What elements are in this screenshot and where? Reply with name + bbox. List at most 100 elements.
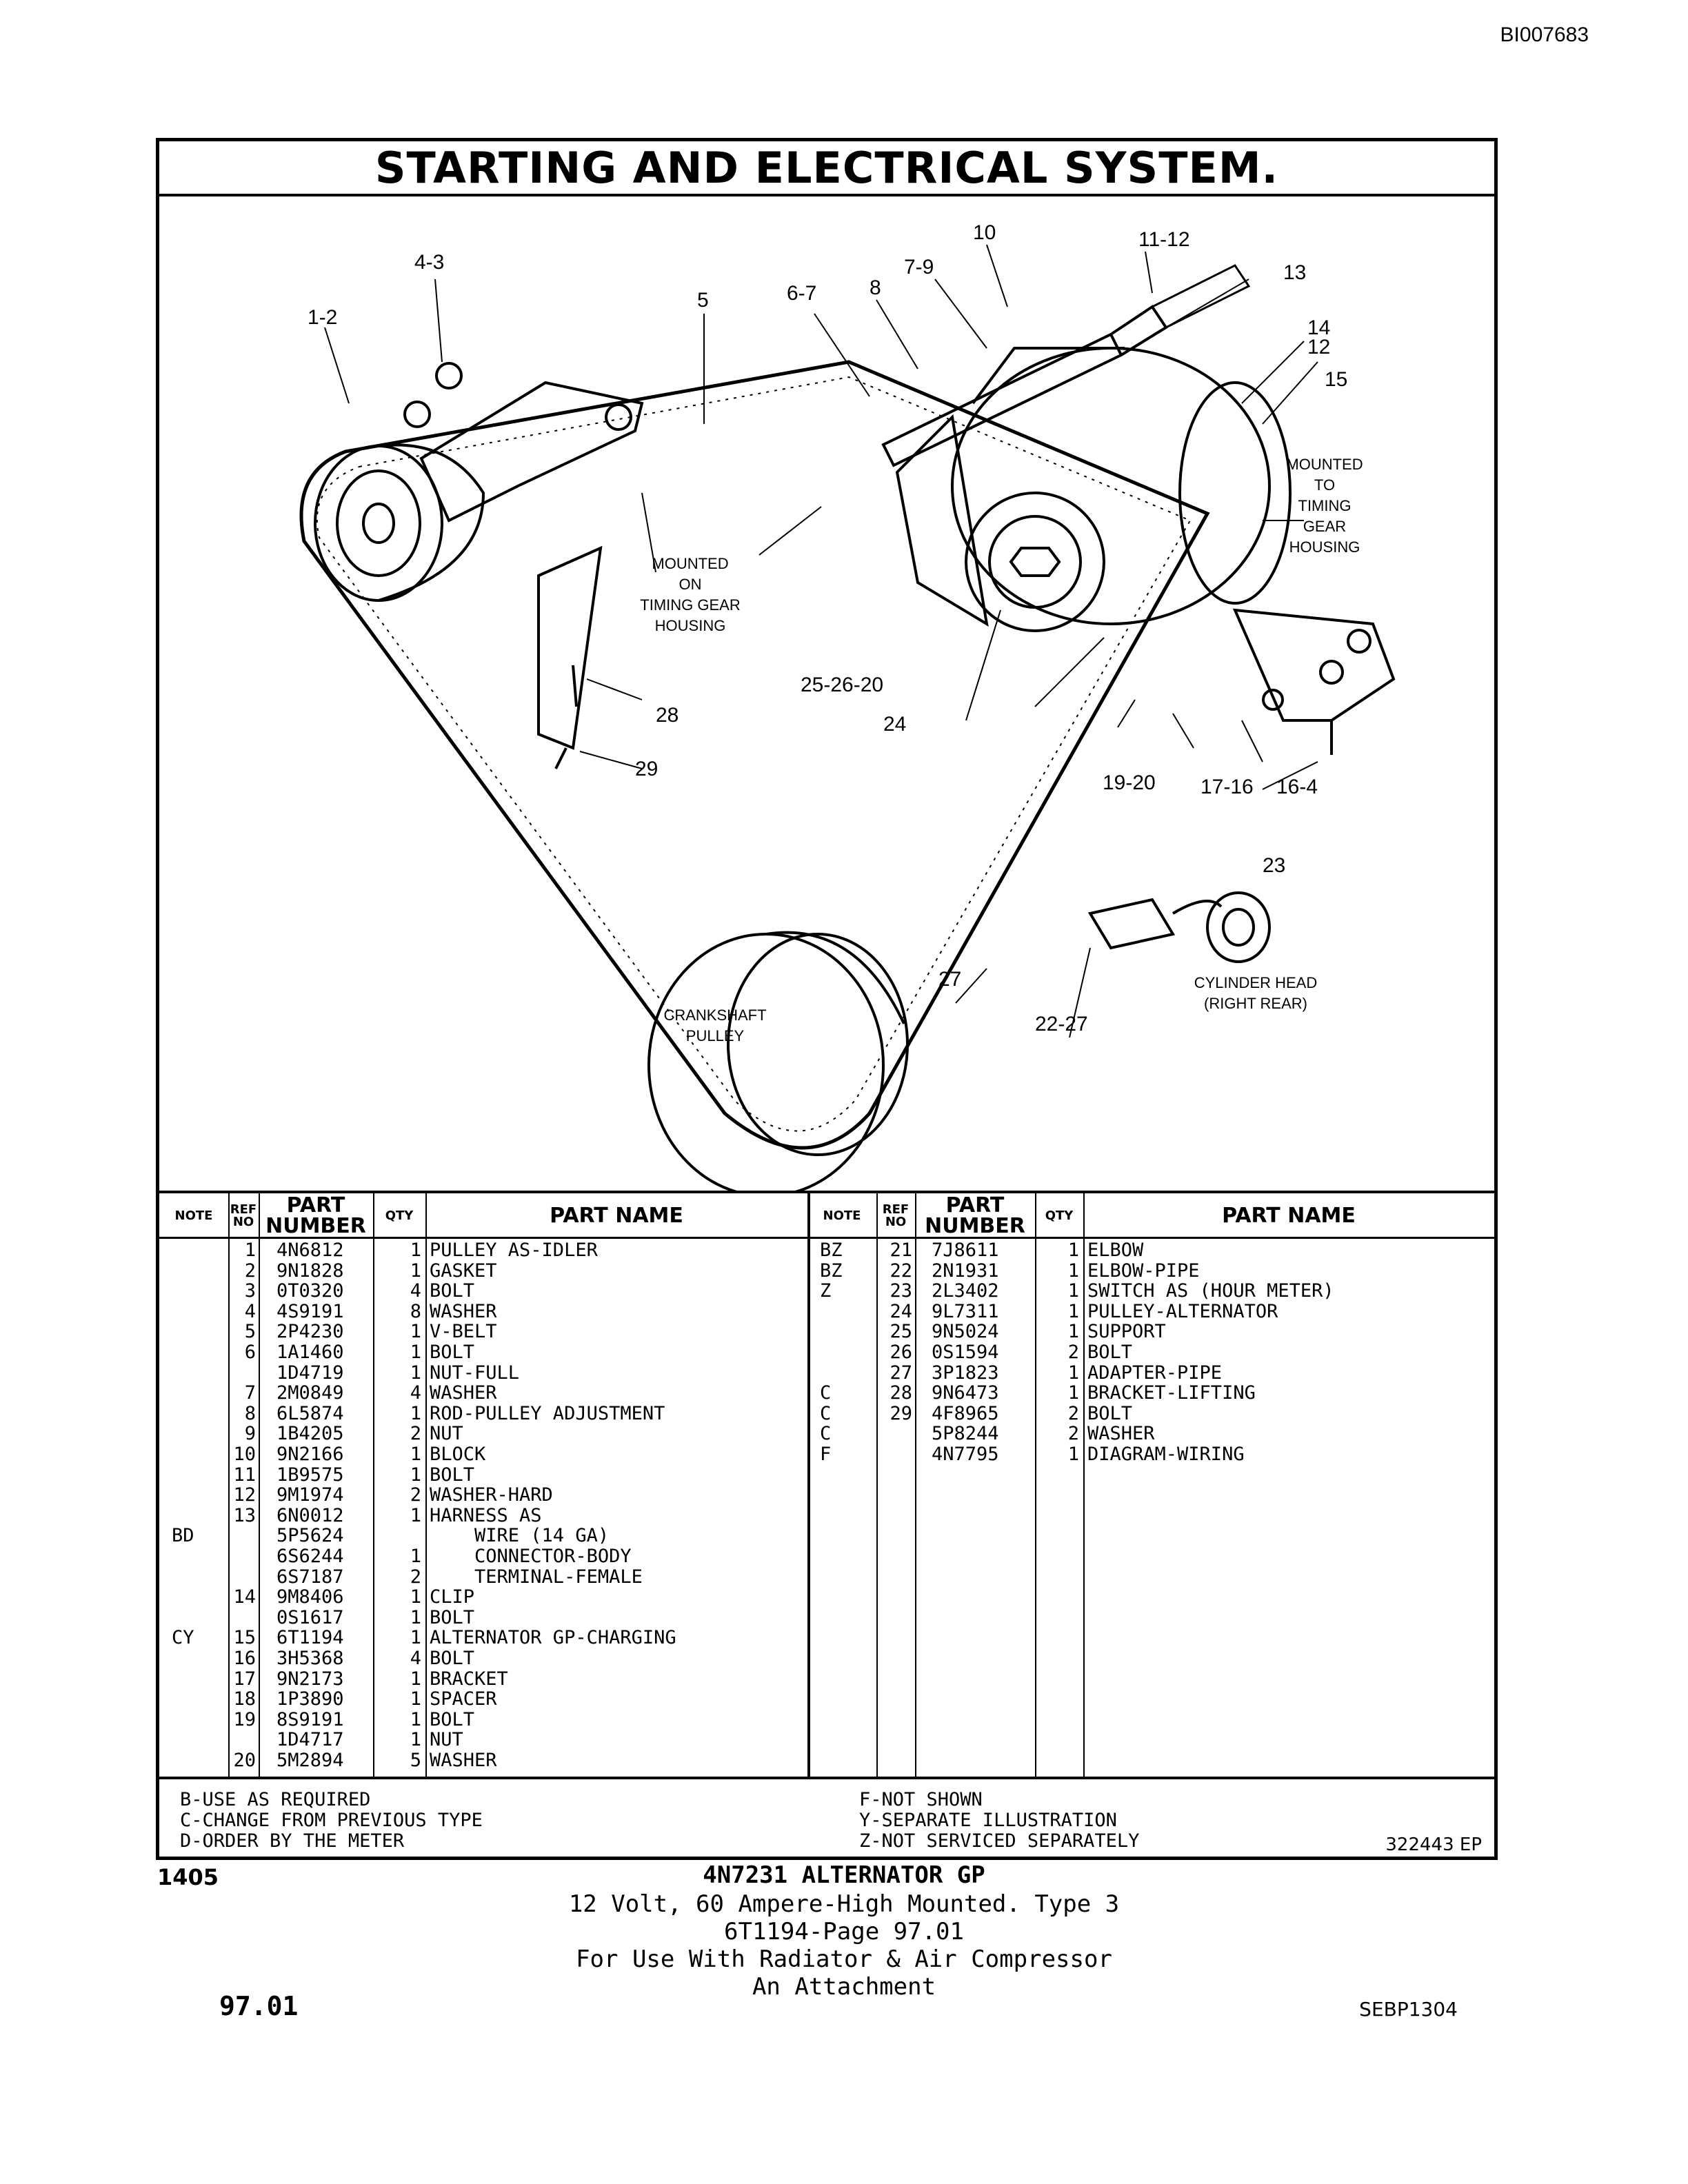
mounted-right-line4: GEAR <box>1303 518 1346 535</box>
illustration-code: 322443 EP <box>1385 1834 1482 1855</box>
part-number-cell: 6S6244 <box>277 1546 344 1567</box>
page-number: 97.01 <box>219 1991 299 2021</box>
qty-cell: 1 <box>1067 1240 1079 1261</box>
qty-cell: 5 <box>410 1750 421 1771</box>
qty-cell: 1 <box>1067 1300 1079 1322</box>
qty-cell: 2 <box>410 1484 421 1506</box>
qty-cell: 1 <box>1067 1382 1079 1404</box>
idler-pulley <box>314 445 443 602</box>
document-id: BI007683 <box>1500 23 1589 46</box>
header-note-right: NOTE <box>823 1209 861 1223</box>
group-title: 4N7231 ALTERNATOR GP <box>703 1861 985 1889</box>
ref-cell: 18 <box>233 1688 256 1710</box>
part-number-cell: 2P4230 <box>277 1321 344 1343</box>
qty-cell: 4 <box>410 1648 421 1669</box>
qty-cell: 1 <box>1067 1362 1079 1384</box>
note-z: Z-NOT SERVICED SEPARATELY <box>859 1830 1140 1852</box>
part-name-cell: BRACKET <box>430 1668 508 1690</box>
ref-cell: 12 <box>233 1484 256 1506</box>
qty-cell: 4 <box>410 1280 421 1302</box>
note-cell: C <box>820 1423 832 1445</box>
qty-cell: 1 <box>410 1504 421 1526</box>
part-name-cell: V-BELT <box>430 1321 497 1343</box>
header-part-line2-right: NUMBER <box>925 1214 1025 1238</box>
title-bar: STARTING AND ELECTRICAL SYSTEM. <box>159 141 1494 196</box>
ref-cell: 8 <box>244 1402 256 1424</box>
ref-cell: 10 <box>233 1444 256 1465</box>
mounted-left-line2: ON <box>679 576 702 593</box>
part-name-cell: BLOCK <box>430 1444 486 1465</box>
mounted-left-line3: TIMING GEAR <box>640 596 740 614</box>
header-part-line1: PART <box>286 1193 345 1217</box>
qty-cell: 1 <box>410 1708 421 1730</box>
header-ref-line1: REF <box>230 1202 257 1217</box>
part-number-cell: 4N6812 <box>277 1240 344 1261</box>
divider <box>807 1193 810 1779</box>
publication-number: SEBP1304 <box>1359 1998 1458 2021</box>
mounted-right-line2: TO <box>1314 476 1335 494</box>
part-number-cell: 3H5368 <box>277 1648 344 1669</box>
callout-15: 15 <box>1325 368 1347 391</box>
parts-sheet-frame: STARTING AND ELECTRICAL SYSTEM. <box>156 138 1498 1860</box>
part-name-cell: ELBOW-PIPE <box>1087 1260 1200 1282</box>
diagram-svg: 1-2 4-3 5 6-7 8 7-9 10 11-12 13 14 12 15… <box>299 221 1396 1191</box>
header-qty: QTY <box>385 1209 414 1223</box>
crankshaft-line2: PULLEY <box>686 1027 745 1044</box>
divider <box>425 1193 427 1779</box>
header-part-line1-right: PART <box>945 1193 1005 1217</box>
qty-cell: 2 <box>410 1566 421 1588</box>
ref-cell: 22 <box>890 1260 912 1282</box>
mounted-right-line1: MOUNTED <box>1286 456 1363 473</box>
part-number-cell: 2L3402 <box>932 1280 999 1302</box>
footer-line3: For Use With Radiator & Air Compressor <box>576 1945 1112 1973</box>
part-name-cell: ALTERNATOR GP-CHARGING <box>430 1627 676 1649</box>
callout-10: 10 <box>973 221 996 244</box>
divider <box>259 1193 260 1779</box>
part-number-cell: 6S7187 <box>277 1566 344 1588</box>
part-number-cell: 9N2173 <box>277 1668 344 1690</box>
header-part-number: PART NUMBER <box>259 1193 373 1239</box>
lifting-bracket <box>537 545 603 750</box>
mounted-left-line1: MOUNTED <box>652 555 728 572</box>
ref-cell: 15 <box>233 1627 256 1649</box>
qty-cell: 2 <box>1067 1342 1079 1363</box>
header-note: NOTE <box>174 1209 213 1223</box>
divider <box>915 1193 916 1779</box>
footer-line1: 12 Volt, 60 Ampere-High Mounted. Type 3 <box>568 1890 1120 1918</box>
qty-cell: 1 <box>1067 1444 1079 1465</box>
callout-23: 23 <box>1263 854 1285 877</box>
cylinder-head-line2: (RIGHT REAR) <box>1204 995 1307 1012</box>
part-name-cell: WIRE (14 GA) <box>430 1525 610 1547</box>
mounted-right-line3: TIMING <box>1298 497 1352 514</box>
part-name-cell: CLIP <box>430 1586 475 1608</box>
cylinder-head-label: CYLINDER HEAD (RIGHT REAR) <box>1194 974 1317 1012</box>
ref-cell: 6 <box>244 1342 256 1363</box>
ref-cell: 16 <box>233 1648 256 1669</box>
ref-cell: 27 <box>890 1362 912 1384</box>
header-ref-no-right: REF NO <box>876 1193 915 1239</box>
ref-cell: 23 <box>890 1280 912 1302</box>
header-part-number-right: PART NUMBER <box>915 1193 1035 1239</box>
callout-1-2: 1-2 <box>308 306 337 329</box>
part-name-cell: ADAPTER-PIPE <box>1087 1362 1223 1384</box>
part-name-cell: BOLT <box>430 1648 475 1669</box>
part-number-cell: 5M2894 <box>277 1750 344 1771</box>
part-number-cell: 6L5874 <box>277 1402 344 1424</box>
mounted-right-line5: HOUSING <box>1289 538 1360 556</box>
ref-cell: 24 <box>890 1300 912 1322</box>
qty-cell: 1 <box>410 1668 421 1690</box>
part-name-cell: ROD-PULLEY ADJUSTMENT <box>430 1402 665 1424</box>
part-number-cell: 9N5024 <box>932 1321 999 1343</box>
callout-11-12: 11-12 <box>1138 228 1190 251</box>
note-cell: F <box>820 1444 832 1465</box>
header-ref-no: REF NO <box>228 1193 259 1239</box>
ref-cell: 7 <box>244 1382 256 1404</box>
